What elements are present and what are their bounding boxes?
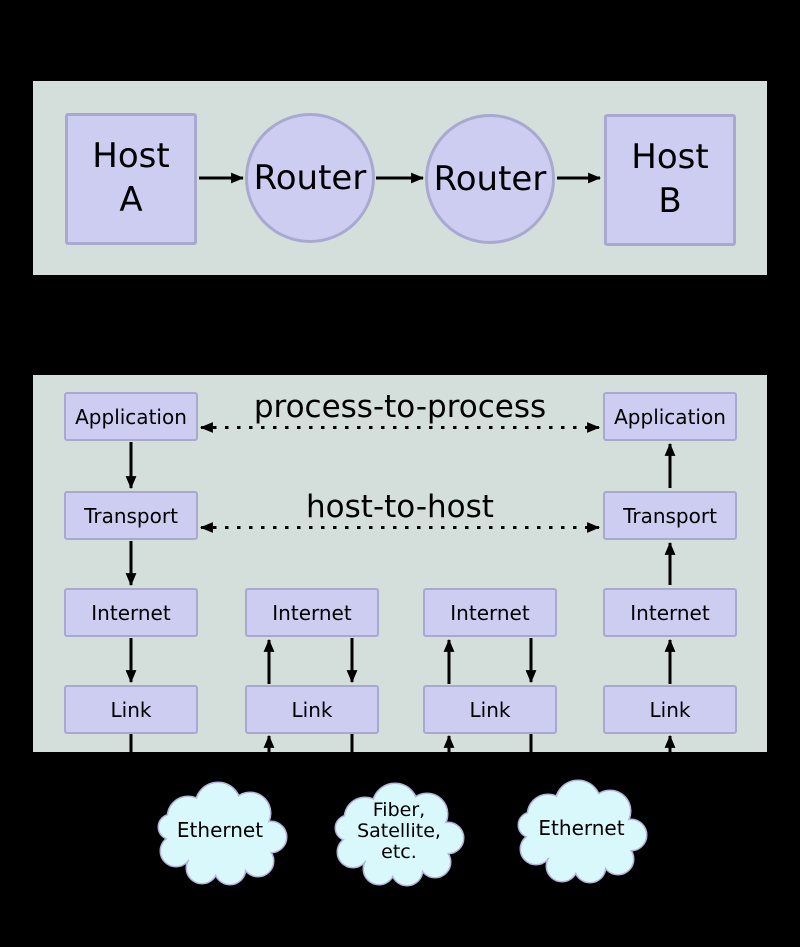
application-label: Application — [614, 404, 726, 429]
link-label: Link — [469, 697, 511, 722]
fiber-satellite-cloud-label: Fiber, Satellite, etc. — [335, 776, 463, 886]
layer-box-link-router-2: Link — [423, 685, 557, 734]
internet-label: Internet — [450, 600, 530, 625]
link-label: Link — [291, 697, 333, 722]
host-b-label: Host B — [631, 137, 709, 221]
layer-box-internet-host-b: Internet — [603, 588, 737, 637]
ethernet-label: Ethernet — [538, 815, 625, 840]
router-2-label: Router — [433, 159, 547, 199]
router-1-label: Router — [253, 158, 367, 198]
layer-box-link-router-1: Link — [245, 685, 379, 734]
transport-label: Transport — [84, 503, 178, 528]
host-a-label: Host A — [92, 136, 170, 220]
layer-box-internet-router-2: Internet — [423, 588, 557, 637]
router-1-node: Router — [245, 113, 375, 243]
host-to-host-label: host-to-host — [306, 489, 494, 525]
layer-box-link-host-a: Link — [64, 685, 198, 734]
router-2-node: Router — [425, 114, 555, 244]
layer-box-transport-host-b: Transport — [603, 491, 737, 540]
host-a-node: Host A — [65, 113, 197, 245]
layer-box-link-host-b: Link — [603, 685, 737, 734]
layer-box-internet-host-a: Internet — [64, 588, 198, 637]
host-b-node: Host B — [604, 114, 736, 246]
process-to-process-label: process-to-process — [253, 389, 547, 425]
layer-box-internet-router-1: Internet — [245, 588, 379, 637]
internet-label: Internet — [272, 600, 352, 625]
link-label: Link — [110, 697, 152, 722]
ethernet-label: Ethernet — [176, 817, 264, 842]
application-label: Application — [75, 404, 187, 429]
layer-box-application-host-b: Application — [603, 392, 737, 441]
layer-box-application-host-a: Application — [64, 392, 198, 441]
ethernet-cloud-right-label: Ethernet — [518, 773, 645, 883]
fiber-satellite-label: Fiber, Satellite, etc. — [357, 798, 441, 863]
layer-box-transport-host-a: Transport — [64, 491, 198, 540]
transport-label: Transport — [623, 503, 717, 528]
internet-label: Internet — [630, 600, 710, 625]
internet-label: Internet — [91, 600, 171, 625]
link-label: Link — [649, 697, 691, 722]
ethernet-cloud-left-label: Ethernet — [158, 775, 282, 885]
